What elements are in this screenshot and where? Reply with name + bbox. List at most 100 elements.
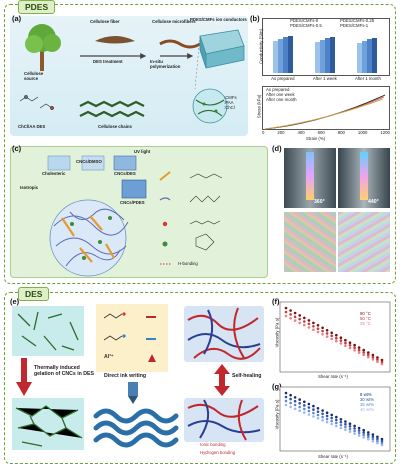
label-cncs-dmso: CNCs/DMSO: [76, 159, 102, 164]
curve-point: [376, 435, 379, 439]
panel-g-label: (g): [272, 382, 282, 391]
category-after-month: After 1 month: [355, 76, 381, 81]
curve-point: [362, 436, 365, 439]
curve-point: [330, 331, 333, 335]
curve-point: [284, 399, 288, 403]
curve-point: [289, 317, 292, 320]
label-cellulose-source: Cellulose source: [24, 71, 44, 81]
panel-g-ylabel: Viscosity (Pa·s): [274, 399, 280, 430]
curve-point: [330, 413, 333, 417]
curve-point: [335, 421, 338, 425]
panel-b-top-bars: [273, 36, 377, 73]
curve-point: [307, 322, 311, 326]
curve-point: [357, 346, 361, 349]
panel-e-rods-bottom: [12, 398, 84, 450]
legend-pdes-cmfs-1: PDES/CMFs-1: [340, 22, 369, 28]
curve-point: [357, 434, 361, 437]
curve-point: [376, 441, 379, 445]
curve-point: [353, 424, 356, 428]
curve-point: [293, 399, 297, 403]
curve-point: [325, 417, 329, 421]
panel-f-xlabel: Shear rate (s⁻¹): [318, 374, 348, 379]
curve-point: [284, 391, 288, 395]
curve-point: [298, 314, 301, 317]
curve-point: [353, 427, 356, 430]
curve-point: [348, 341, 352, 344]
curve-point: [303, 400, 306, 404]
curve-point: [298, 405, 301, 409]
panel-b-top-chart: [262, 18, 390, 76]
legend-chcl: :ChCl: [224, 104, 235, 110]
curve-point: [293, 407, 297, 411]
panel-d-micrograph-left: [284, 212, 336, 272]
curve-after-month: [264, 98, 384, 130]
curve-point: [344, 428, 347, 432]
curve-point: [339, 420, 343, 424]
curve-point: [367, 438, 370, 441]
curve-point: [303, 320, 306, 323]
curve-point: [353, 349, 356, 352]
curve-point: [307, 413, 311, 416]
curve-point: [335, 333, 338, 337]
curve-point: [357, 348, 361, 352]
label-h-bonding: H-bonding: [178, 261, 198, 266]
curve-point: [289, 401, 292, 405]
bar-group-1: [315, 37, 335, 73]
curve-point: [312, 411, 315, 415]
legend-pdes-cmfs-0: PDES/CMFs-0: [290, 18, 319, 23]
curve-point: [312, 321, 315, 325]
legend-after-one-month: After one month: [266, 96, 297, 102]
curve-point: [321, 415, 324, 419]
curve-point: [348, 344, 352, 347]
legend-50c: 50 °C: [360, 315, 371, 321]
curve-point: [321, 333, 324, 336]
curve-point: [330, 337, 333, 341]
curve-point: [380, 358, 384, 362]
curve-point: [321, 409, 324, 412]
curve-point: [380, 443, 384, 447]
curve-point: [339, 418, 343, 421]
curve-point: [344, 420, 347, 423]
curve-point: [325, 414, 329, 418]
curve-point: [367, 351, 370, 354]
curve-point: [371, 355, 375, 359]
panel-a-label: (a): [12, 14, 22, 23]
ion-conductor-block: [199, 29, 245, 69]
curve-point: [376, 356, 379, 359]
legend-as-prepared: As prepared: [266, 87, 290, 92]
curve-point: [357, 426, 361, 430]
curve-point: [307, 319, 311, 322]
curve-point: [330, 416, 333, 420]
curve-point: [335, 415, 338, 419]
legend-hydrogen-bonding: Hydrogen bonding: [200, 450, 236, 455]
label-in-situ: In-situ polymerization: [150, 59, 181, 69]
curve-point: [307, 402, 311, 406]
panel-e-label: (e): [10, 297, 20, 306]
curve-point: [362, 433, 365, 437]
panel-a-illustration: [19, 24, 245, 124]
curve-point: [362, 351, 365, 354]
curve-point: [293, 315, 297, 319]
curve-point: [307, 326, 311, 329]
curve-point: [362, 428, 365, 432]
panel-d-label: (d): [272, 144, 282, 153]
panel-b-top-legend: PDES/CMFs-0 PDES/CMFs-0.25 PDES/CMFs-0.5…: [290, 18, 388, 29]
curve-point: [335, 336, 338, 340]
tree-icon: [25, 24, 61, 71]
curve-point: [380, 362, 384, 366]
network-bottom-svg: [187, 399, 261, 441]
panel-b-xticks: 0 200 400 600 800 1000 1200: [262, 130, 390, 136]
curve-point: [376, 439, 379, 443]
curve-point: [316, 330, 320, 334]
curve-point: [289, 397, 292, 401]
panel-b-bottom-chart: [262, 86, 390, 130]
curve-point: [371, 353, 375, 357]
curve-point: [293, 311, 297, 315]
legend-after-one-week: After one week: [266, 91, 295, 97]
legend-8wt: 8 wt%: [360, 392, 372, 397]
panel-b-top-ylabel: Conductivity (S/m): [258, 28, 264, 65]
legend-paa: :PAA: [224, 99, 234, 105]
curve-point: [312, 325, 315, 328]
curve-point: [316, 324, 320, 327]
panel-e-rods-top: [12, 306, 84, 356]
